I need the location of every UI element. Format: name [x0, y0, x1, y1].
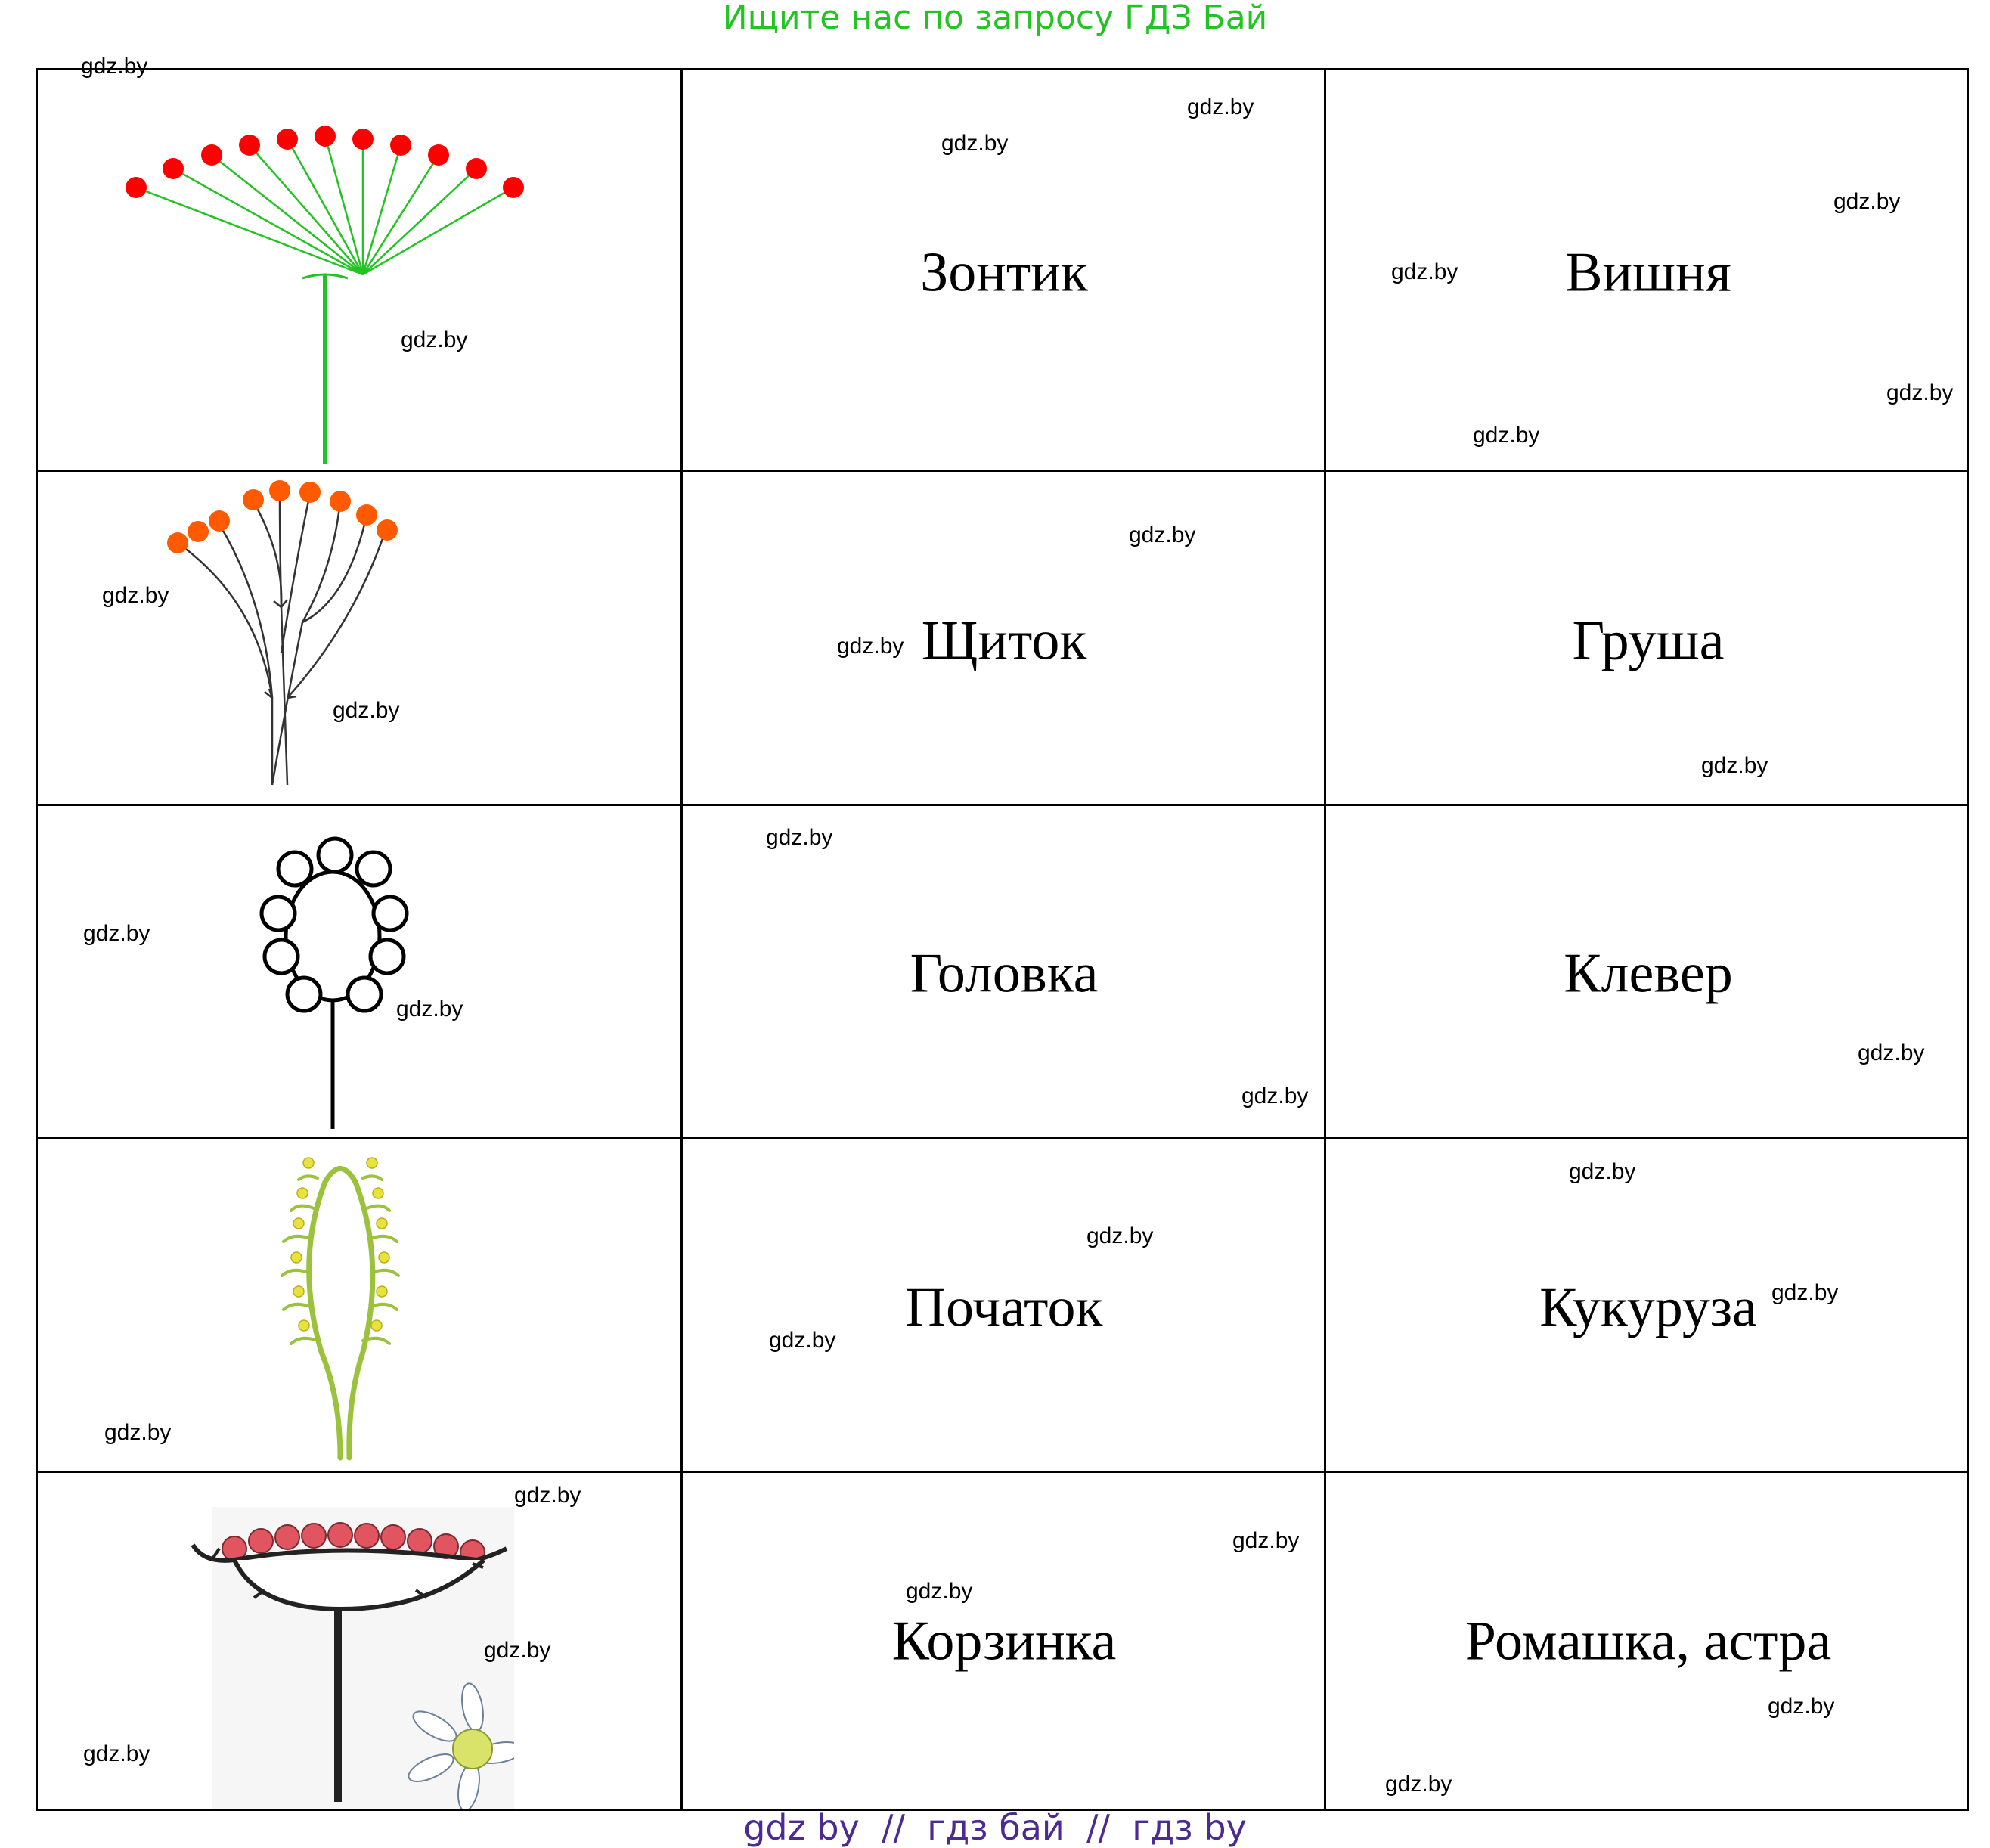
type-cell-umbel: Зонтик: [920, 241, 1088, 304]
watermark-text: gdz.by: [1886, 380, 1954, 405]
watermark-text: gdz.by: [1771, 1280, 1839, 1305]
head-diagram-icon: [259, 836, 409, 1129]
row-divider: [38, 1471, 1967, 1473]
watermark-text: gdz.by: [1391, 259, 1458, 284]
watermark-text: gdz.by: [1086, 1223, 1154, 1248]
watermark-text: gdz.by: [83, 921, 150, 946]
watermark-text: gdz.by: [906, 1579, 973, 1604]
watermark-text: gdz.by: [1232, 1528, 1300, 1553]
type-cell-head: Головка: [910, 942, 1099, 1005]
watermark-text: gdz.by: [401, 327, 468, 352]
watermark-text: gdz.by: [1833, 189, 1901, 214]
watermark-text: gdz.by: [837, 634, 904, 659]
watermark-text: gdz.by: [766, 825, 833, 850]
watermark-text: gdz.by: [1129, 522, 1196, 547]
watermark-text: gdz.by: [484, 1638, 551, 1663]
row-divider: [38, 470, 1967, 472]
watermark-text: gdz.by: [1187, 95, 1254, 119]
example-cell-head: Клевер: [1564, 942, 1733, 1005]
example-cell-umbel: Вишня: [1565, 241, 1731, 304]
watermark-text: gdz.by: [102, 583, 169, 608]
example-cell-spadix: Кукуруза: [1539, 1276, 1757, 1339]
corymb-diagram-icon: [167, 480, 398, 786]
watermark-text: gdz.by: [1241, 1084, 1309, 1108]
row-divider: [38, 804, 1967, 806]
watermark-text: gdz.by: [1858, 1040, 1925, 1065]
watermark-text: gdz.by: [1569, 1159, 1636, 1184]
inflorescence-table: Зонтик Вишня Щиток Груша Головка Клевер …: [36, 54, 1969, 1811]
watermark-text: gdz.by: [769, 1328, 836, 1353]
example-cell-corymb: Груша: [1572, 609, 1725, 672]
type-cell-corymb: Щиток: [921, 609, 1087, 672]
type-cell-basket: Корзинка: [891, 1610, 1117, 1673]
spadix-diagram-icon: [281, 1157, 400, 1461]
row-divider: [38, 1137, 1967, 1139]
column-divider: [680, 70, 683, 1809]
example-cell-basket: Ромашка, астра: [1465, 1610, 1832, 1673]
watermark-text: gdz.by: [333, 698, 400, 723]
footer-watermark: gdz by // гдз бай // гдз by: [743, 1807, 1247, 1848]
watermark-text: gdz.by: [1385, 1772, 1452, 1797]
column-divider: [1324, 70, 1326, 1809]
top-banner: Ищите нас по запросу ГДЗ Бай: [722, 0, 1268, 37]
watermark-text: gdz.by: [514, 1483, 581, 1508]
chamomile-flower-icon: [408, 1682, 514, 1809]
watermark-text: gdz.by: [81, 54, 148, 79]
watermark-text: gdz.by: [83, 1741, 150, 1766]
watermark-text: gdz.by: [104, 1420, 172, 1445]
umbel-diagram-icon: [126, 126, 524, 464]
watermark-text: gdz.by: [1701, 753, 1768, 778]
watermark-text: gdz.by: [941, 131, 1009, 156]
type-cell-spadix: Початок: [905, 1276, 1103, 1339]
watermark-text: gdz.by: [396, 997, 463, 1022]
watermark-text: gdz.by: [1768, 1694, 1835, 1719]
watermark-text: gdz.by: [1473, 423, 1540, 448]
